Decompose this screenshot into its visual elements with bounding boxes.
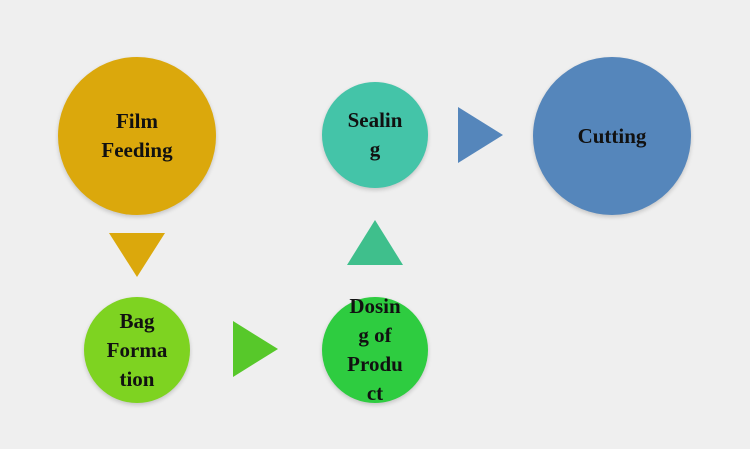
arrow-down-icon bbox=[109, 233, 165, 277]
dosing-node: Dosin g of Produ ct bbox=[322, 294, 428, 405]
dosing-label: Dosin g of Produ ct bbox=[347, 294, 403, 405]
arrow-right-icon bbox=[233, 321, 278, 377]
cutting-node: Cutting bbox=[533, 57, 691, 215]
bag-formation-node: Bag Forma tion bbox=[84, 297, 190, 403]
arrow-right-icon bbox=[458, 107, 503, 163]
cutting-label: Cutting bbox=[577, 123, 647, 148]
film-feeding-node: Film Feeding bbox=[58, 57, 216, 215]
bag-formation-label: Bag Forma tion bbox=[106, 308, 168, 391]
arrow-up-icon bbox=[347, 220, 403, 265]
sealing-node: Sealin g bbox=[322, 82, 428, 188]
film-feeding-label: Film Feeding bbox=[101, 109, 173, 162]
sealing-label: Sealin g bbox=[347, 108, 403, 161]
